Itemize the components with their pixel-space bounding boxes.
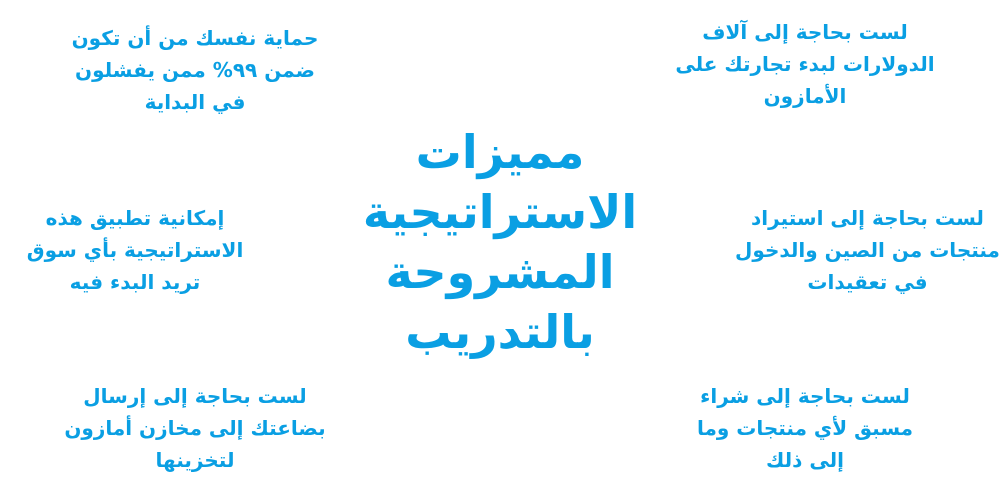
feature-line: ضمن ٩٩% ممن يفشلون bbox=[75, 58, 315, 82]
title-line: مميزات bbox=[415, 125, 585, 179]
feature-line: إلى ذلك bbox=[766, 448, 844, 472]
feature-line: إمكانية تطبيق هذه bbox=[45, 206, 225, 230]
feature-line: بضاعتك إلى مخازن أمازون bbox=[64, 416, 326, 440]
feature-bottom-left: لست بحاجة إلى إرسال بضاعتك إلى مخازن أما… bbox=[55, 380, 335, 476]
feature-line: لست بحاجة إلى آلاف bbox=[702, 20, 908, 44]
feature-line: الأمازون bbox=[763, 84, 847, 108]
feature-line: الدولارات لبدء تجارتك على bbox=[675, 52, 935, 76]
feature-line: الاستراتيجية بأي سوق bbox=[26, 238, 244, 262]
feature-line: لست بحاجة إلى شراء bbox=[700, 384, 910, 408]
feature-line: لتخزينها bbox=[155, 448, 235, 472]
feature-bottom-right: لست بحاجة إلى شراء مسبق لأي منتجات وما إ… bbox=[680, 380, 930, 476]
feature-top-left: حماية نفسك من أن تكون ضمن ٩٩% ممن يفشلون… bbox=[60, 22, 330, 118]
title-line: بالتدريب bbox=[405, 305, 595, 359]
feature-line: لست بحاجة إلى إرسال bbox=[83, 384, 307, 408]
feature-line: حماية نفسك من أن تكون bbox=[71, 26, 319, 50]
feature-mid-left: إمكانية تطبيق هذه الاستراتيجية بأي سوق ت… bbox=[10, 202, 260, 298]
feature-top-right: لست بحاجة إلى آلاف الدولارات لبدء تجارتك… bbox=[665, 16, 945, 112]
feature-line: مسبق لأي منتجات وما bbox=[696, 416, 914, 440]
feature-line: لست بحاجة إلى استيراد bbox=[751, 206, 984, 230]
feature-line: تريد البدء فيه bbox=[69, 270, 201, 294]
title-line: المشروحة bbox=[385, 245, 615, 299]
center-title: مميزات الاستراتيجية المشروحة بالتدريب bbox=[340, 122, 660, 362]
feature-mid-right: لست بحاجة إلى استيراد منتجات من الصين وا… bbox=[735, 202, 1000, 298]
feature-line: منتجات من الصين والدخول bbox=[735, 238, 1000, 262]
feature-line: في البداية bbox=[144, 90, 246, 114]
title-line: الاستراتيجية bbox=[362, 185, 638, 239]
feature-line: في تعقيدات bbox=[807, 270, 928, 294]
